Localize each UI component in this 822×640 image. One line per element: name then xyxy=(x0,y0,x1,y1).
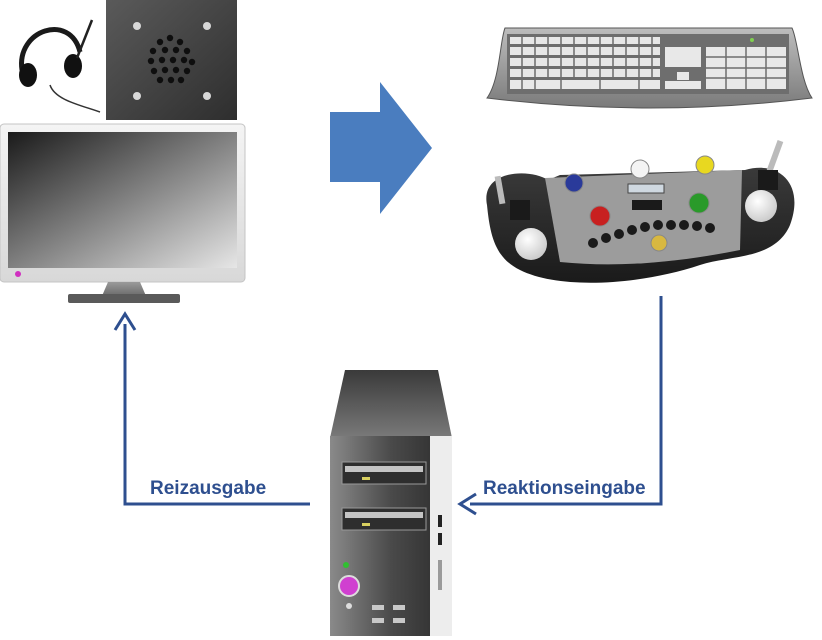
headphones-icon xyxy=(0,0,101,120)
monitor-icon xyxy=(0,123,246,303)
stimulus-output-label: Reizausgabe xyxy=(150,478,267,499)
response-input-label: Reaktionseingabe xyxy=(483,478,646,499)
keyboard-icon xyxy=(486,27,813,109)
big-flow-arrow xyxy=(330,82,432,214)
output-flow-line xyxy=(113,311,310,506)
pc-tower-icon xyxy=(330,370,452,636)
speaker-grille-icon xyxy=(106,0,237,120)
response-pad-icon xyxy=(486,139,795,283)
input-flow-line xyxy=(457,296,663,516)
